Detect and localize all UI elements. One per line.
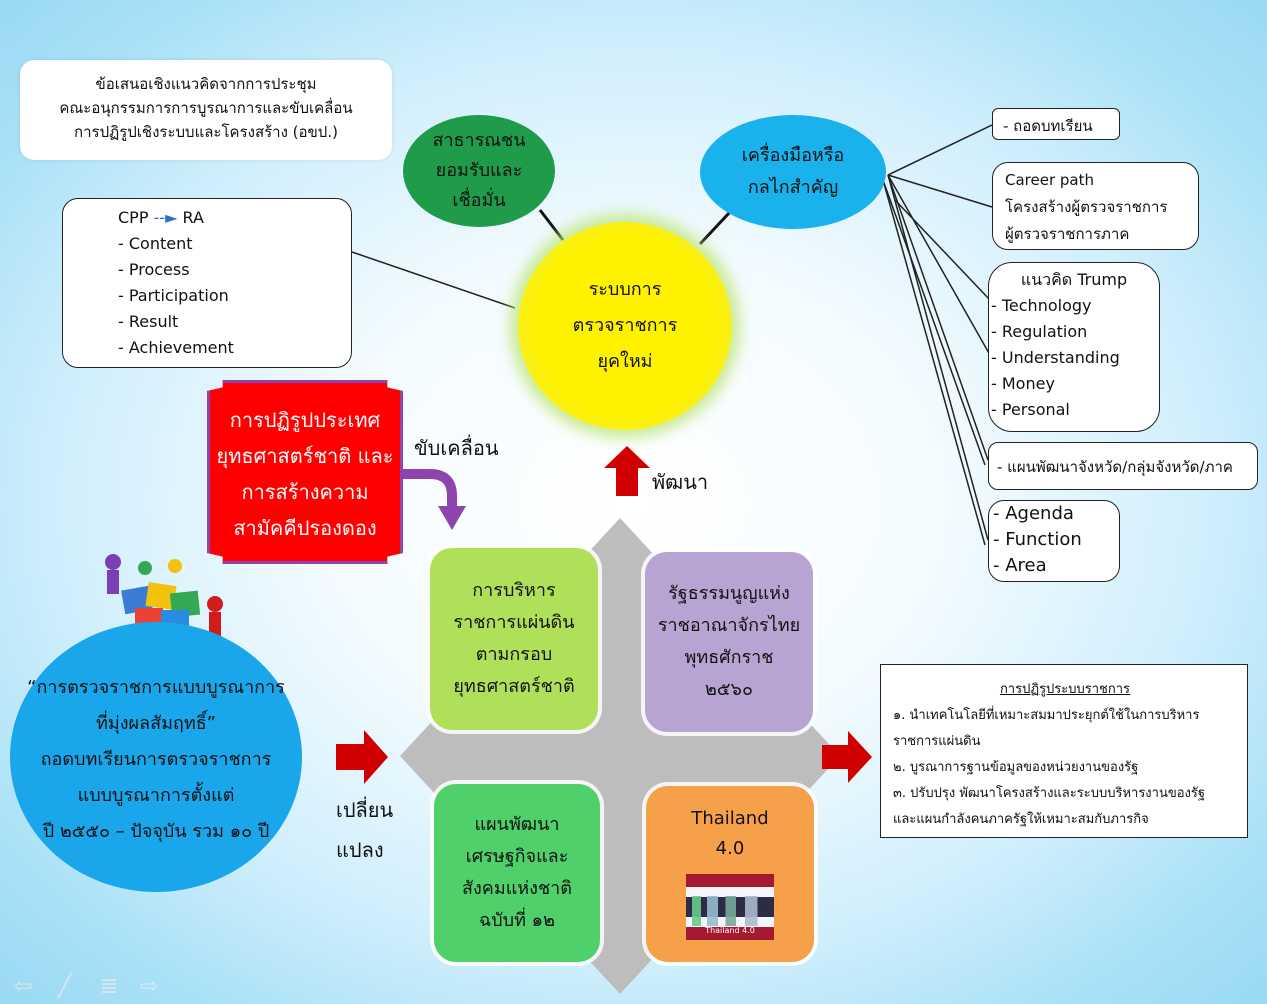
reform-title: การปฏิรูประบบราชการ <box>999 682 1131 697</box>
career-item: Career path <box>1005 171 1094 189</box>
tools-line: เครื่องมือหรือ <box>741 145 845 166</box>
right-arrow-icon <box>822 731 872 783</box>
curved-arrow-icon <box>402 469 466 530</box>
plan-line: เศรษฐกิจและ <box>465 846 569 867</box>
develop-label: พัฒนา <box>652 470 709 494</box>
blue-circle-line: แบบบูรณาการตั้งแต่ <box>77 785 235 806</box>
menu-icon[interactable]: ≣ <box>100 974 119 999</box>
red-box-line: ยุทธศาสตร์ชาติ และ <box>216 444 394 468</box>
change-label-line2: แปลง <box>336 838 384 862</box>
proposal-line: คณะอนุกรรมการการบูรณาการและขับเคลื่อน <box>59 99 353 117</box>
cpp-item: - Result <box>118 312 179 331</box>
province-plan-label: - แผนพัฒนาจังหวัด/กลุ่มจังหวัด/ภาค <box>997 458 1233 476</box>
trump-item: - Understanding <box>991 348 1120 367</box>
red-box-line: การสร้างความ <box>241 480 369 504</box>
center-system-circle: ระบบการ ตรวจราชการ ยุคใหม่ <box>518 222 732 430</box>
center-line: ตรวจราชการ <box>572 315 678 336</box>
trump-item: - Money <box>991 374 1055 393</box>
blue-circle-line: ที่มุ่งผลสัมฤทธิ์” <box>95 713 217 734</box>
proposal-line: การปฏิรูปเชิงระบบและโครงสร้าง (อขป.) <box>74 123 338 141</box>
cpp-item: - Achievement <box>118 338 234 357</box>
arrow-right-icon: --► <box>153 208 178 227</box>
agenda-item: - Agenda <box>993 503 1074 524</box>
ra-label: RA <box>182 208 204 227</box>
city-skyline-icon <box>692 896 768 926</box>
panel-national-plan: แผนพัฒนา เศรษฐกิจและ สังคมแห่งชาติ ฉบับท… <box>434 784 600 962</box>
trump-title: แนวคิด Trump <box>1020 270 1128 289</box>
admin-line: ราชการแผ่นดิน <box>453 612 575 633</box>
cpp-box: CPP --► RA - Content - Process - Partici… <box>62 198 352 368</box>
trump-box: แนวคิด Trump - Technology - Regulation -… <box>988 262 1160 432</box>
tools-circle: เครื่องมือหรือ กลไกสำคัญ <box>700 115 886 229</box>
change-label: เปลี่ยน แปลง <box>336 790 393 870</box>
pen-icon[interactable]: ╱ <box>58 974 72 999</box>
cpp-item: - Content <box>118 234 193 253</box>
thailand-line2: 4.0 <box>715 838 745 859</box>
blue-circle-line: “การตรวจราชการแบบบูรณาการ <box>27 677 285 698</box>
thailand-image: Thailand 4.0 <box>686 874 774 940</box>
agenda-box: - Agenda - Function - Area <box>988 500 1120 582</box>
career-item: ผู้ตรวจราชการภาค <box>1005 225 1130 243</box>
plan-line: ฉบับที่ ๑๒ <box>478 910 555 931</box>
constitution-line: รัฐธรรมนูญแห่ง <box>668 583 790 604</box>
admin-line: ตามกรอบ <box>475 644 553 665</box>
plan-line: สังคมแห่งชาติ <box>462 878 572 899</box>
agenda-item: - Area <box>993 555 1047 576</box>
reform-nation-box: การปฏิรูปประเทศ ยุทธศาสตร์ชาติ และ การสร… <box>207 380 403 564</box>
cpp-title: CPP --► RA <box>118 205 351 231</box>
trump-item: - Regulation <box>991 322 1088 341</box>
lessons-box: - ถอดบทเรียน <box>992 108 1120 140</box>
career-box: Career path โครงสร้างผู้ตรวจราชการ ผู้ตร… <box>992 162 1199 250</box>
province-plan-box: - แผนพัฒนาจังหวัด/กลุ่มจังหวัด/ภาค <box>988 442 1258 490</box>
red-box-line: สามัคคีปรองดอง <box>233 516 377 540</box>
up-arrow-icon <box>604 446 650 496</box>
public-trust-circle: สาธารณชน ยอมรับและ เชื่อมั่น <box>403 115 555 227</box>
lessons-label: - ถอดบทเรียน <box>1003 117 1093 135</box>
blue-circle-line: ปี ๒๕๕๐ – ปัจจุบัน รวม ๑๐ ปี <box>42 821 270 842</box>
admin-line: ยุทธศาสตร์ชาติ <box>453 676 575 697</box>
cpp-item: - Process <box>118 260 190 279</box>
reform-line: ๑. นำเทคโนโลยีที่เหมาะสมมาประยุกต์ใช้ในก… <box>893 708 1200 723</box>
constitution-line: ราชอาณาจักรไทย <box>657 615 801 636</box>
career-item: โครงสร้างผู้ตรวจราชการ <box>1005 198 1168 216</box>
reform-line: ราชการแผ่นดิน <box>893 734 981 749</box>
integrated-inspection-circle: “การตรวจราชการแบบบูรณาการ ที่มุ่งผลสัมฤท… <box>10 622 302 892</box>
next-arrow-icon[interactable]: ⇨ <box>140 974 159 999</box>
cpp-label: CPP <box>118 208 149 227</box>
public-line: ยอมรับและ <box>435 160 523 181</box>
panel-state-administration: การบริหาร ราชการแผ่นดิน ตามกรอบ ยุทธศาสต… <box>430 548 598 730</box>
right-arrow-icon <box>336 730 388 784</box>
bureaucracy-reform-box: การปฏิรูประบบราชการ ๑. นำเทคโนโลยีที่เหม… <box>880 664 1248 838</box>
public-line: เชื่อมั่น <box>452 190 506 211</box>
tools-line: กลไกสำคัญ <box>747 177 839 198</box>
reform-line: และแผนกำลังคนภาครัฐให้เหมาะสมกับภารกิจ <box>893 812 1149 827</box>
public-line: สาธารณชน <box>432 130 526 151</box>
reform-line: ๓. ปรับปรุง พัฒนาโครงสร้างและระบบบริหารง… <box>893 786 1206 801</box>
red-box-line: การปฏิรูปประเทศ <box>229 408 381 432</box>
thailand-image-caption: Thailand 4.0 <box>705 926 755 935</box>
plan-line: แผนพัฒนา <box>474 814 560 835</box>
proposal-box: ข้อเสนอเชิงแนวคิดจากการประชุม คณะอนุกรรม… <box>20 60 392 160</box>
center-line: ระบบการ <box>588 279 662 300</box>
proposal-line: ข้อเสนอเชิงแนวคิดจากการประชุม <box>95 75 317 93</box>
admin-line: การบริหาร <box>472 580 556 601</box>
constitution-line: ๒๕๖๐ <box>705 679 753 700</box>
constitution-line: พุทธศักราช <box>684 647 774 668</box>
previous-arrow-icon[interactable]: ⇦ <box>14 974 33 999</box>
panel-constitution: รัฐธรรมนูญแห่ง ราชอาณาจักรไทย พุทธศักราช… <box>645 552 813 732</box>
change-label-line1: เปลี่ยน <box>336 798 394 822</box>
center-line: ยุคใหม่ <box>597 351 653 372</box>
thailand-line1: Thailand <box>691 808 769 829</box>
drive-label: ขับเคลื่อน <box>414 436 499 460</box>
blue-circle-line: ถอดบทเรียนการตรวจราชการ <box>40 749 272 770</box>
agenda-item: - Function <box>993 529 1082 550</box>
panel-thailand-4: Thailand 4.0 Thailand 4.0 <box>646 786 814 962</box>
trump-item: - Personal <box>991 400 1070 419</box>
reform-line: ๒. บูรณาการฐานข้อมูลของหน่วยงานของรัฐ <box>893 760 1139 775</box>
cpp-item: - Participation <box>118 286 229 305</box>
trump-item: - Technology <box>991 296 1092 315</box>
